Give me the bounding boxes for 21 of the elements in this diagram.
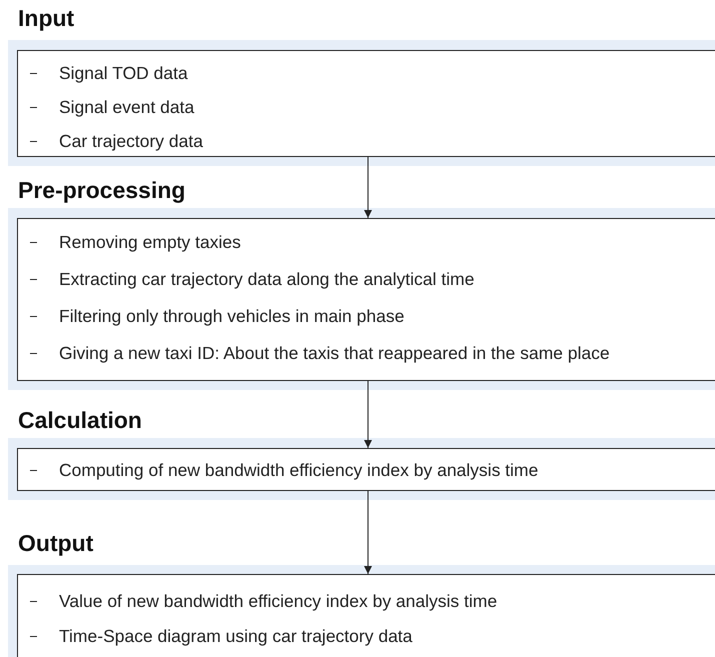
list-item: Signal event data xyxy=(59,96,194,118)
process-box xyxy=(17,448,715,491)
process-box xyxy=(17,218,715,381)
section-heading: Calculation xyxy=(18,407,142,434)
list-item: Signal TOD data xyxy=(59,62,188,84)
list-item: Removing empty taxies xyxy=(59,232,241,253)
arrow xyxy=(364,156,372,218)
list-item: Filtering only through vehicles in main phase xyxy=(59,306,404,327)
list-item: Car trajectory data xyxy=(59,130,203,152)
list-item: Time-Space diagram using car trajectory data xyxy=(59,626,412,647)
section-heading: Input xyxy=(18,5,74,32)
section-heading: Output xyxy=(18,530,94,557)
list-item: Computing of new bandwidth efficiency index by analysis time xyxy=(59,460,538,480)
list-item: Giving a new taxi ID: About the taxis that reappeared in the same place xyxy=(59,343,610,364)
arrow xyxy=(364,490,372,574)
arrow xyxy=(364,380,372,448)
process-box xyxy=(17,574,715,657)
section-heading: Pre-processing xyxy=(18,177,186,204)
list-item: Extracting car trajectory data along the analytical time xyxy=(59,269,474,290)
process-box xyxy=(17,50,715,157)
list-item: Value of new bandwidth efficiency index by analysis time xyxy=(59,591,498,612)
